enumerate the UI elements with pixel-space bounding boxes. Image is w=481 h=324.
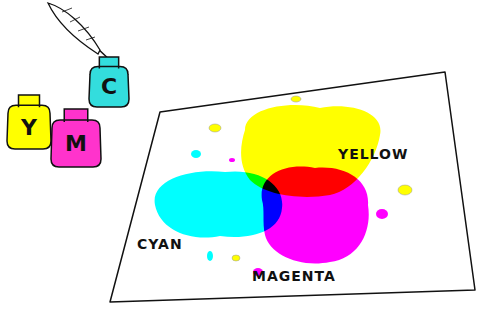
ink-name: MAGENTA [252, 268, 336, 285]
bottle-letter: C [86, 76, 132, 98]
magenta-blob [262, 167, 369, 264]
ink-splatters [191, 96, 412, 276]
bottle-letter: Y [4, 117, 54, 139]
ink-blobs [155, 105, 381, 264]
ink-bottle: M [48, 108, 104, 168]
ink-bottle: C [86, 56, 132, 108]
quill-feather [48, 3, 100, 54]
paper-sheet [110, 72, 475, 302]
ink-bottle: Y [4, 94, 54, 150]
ink-name: YELLOW [338, 146, 408, 163]
ink-name: CYAN [137, 236, 183, 253]
bottle-letter: M [48, 133, 104, 155]
feather-barbs [62, 8, 95, 40]
